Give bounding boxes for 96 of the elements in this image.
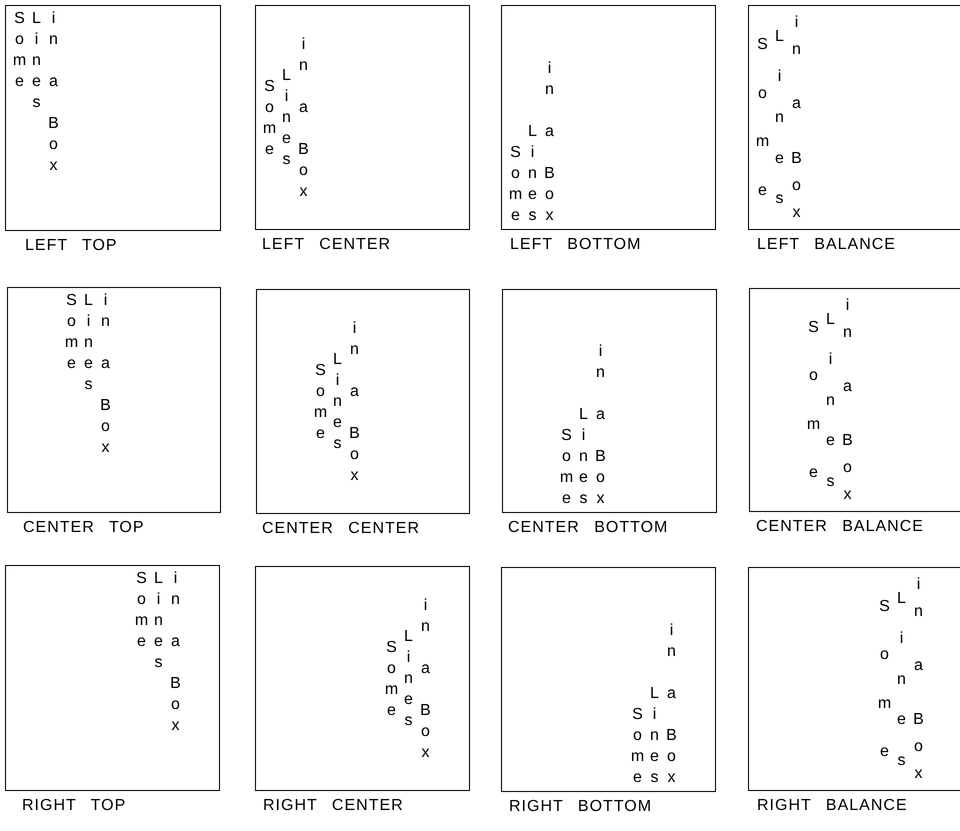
vertical-text-letter: o (808, 366, 819, 386)
vertical-text-letter: m (876, 694, 892, 714)
vertical-text: Lines (83, 291, 94, 395)
vertical-text: Lines (403, 627, 414, 731)
vertical-text-letter: i (828, 350, 834, 370)
vertical-text: Lines (153, 569, 164, 673)
text-box (7, 287, 221, 513)
vertical-text-letter: s (826, 472, 836, 492)
box-caption: LEFT CENTER (262, 236, 392, 254)
vertical-text: Some (262, 76, 278, 160)
vertical-text: in a Box (99, 291, 112, 458)
vertical-text-letter: e (808, 463, 819, 484)
vertical-text-letter: i (776, 67, 782, 88)
box-caption: CENTER CENTER (262, 520, 420, 538)
text-box (5, 565, 220, 791)
vertical-text: in a Box (419, 596, 432, 762)
vertical-text-letter: S (807, 318, 820, 338)
vertical-text-letter: a (791, 94, 802, 114)
vertical-text-letter: a (913, 656, 924, 676)
vertical-text: Lines (649, 684, 660, 788)
vertical-text-letter: n (842, 323, 853, 343)
box-caption: RIGHT BALANCE (757, 797, 908, 815)
vertical-text-letter: s (896, 750, 906, 770)
box-caption: LEFT BALANCE (757, 236, 896, 254)
box-caption: LEFT TOP (25, 237, 118, 255)
vertical-text-letter: B (841, 431, 854, 451)
vertical-text-letter: e (825, 431, 836, 451)
vertical-text-letter: m (806, 414, 822, 435)
vertical-text-letter: i (898, 629, 904, 649)
text-box (256, 289, 470, 514)
vertical-text-letter: n (774, 108, 785, 128)
box-caption: RIGHT BOTTOM (509, 798, 652, 816)
vertical-text: Some (630, 705, 646, 788)
vertical-text: Lines (578, 405, 589, 509)
vertical-text: Some (12, 9, 28, 92)
text-box (5, 5, 221, 231)
vertical-text-letter: n (896, 670, 907, 690)
text-box (748, 567, 960, 791)
vertical-text: Some (134, 569, 150, 652)
vertical-text-letter: o (913, 737, 924, 757)
vertical-text-letter: a (842, 377, 853, 397)
text-box (501, 5, 716, 230)
vertical-text-letter: i (844, 296, 850, 316)
vertical-text: Lines (31, 9, 42, 113)
vertical-text-letter: e (879, 742, 890, 762)
box-caption: RIGHT CENTER (263, 797, 404, 815)
vertical-text: Lines (281, 66, 292, 170)
vertical-text: Lines (527, 122, 538, 226)
vertical-text-letter: o (879, 645, 890, 666)
vertical-text: Some (508, 143, 524, 226)
vertical-text-letter: x (914, 764, 924, 784)
vertical-text: in a Box (47, 9, 60, 176)
vertical-text-letter: s (774, 189, 784, 210)
vertical-text: in a Box (169, 569, 182, 736)
vertical-text: in a Box (297, 34, 310, 202)
box-caption: CENTER BALANCE (756, 518, 924, 536)
vertical-text-letter: L (896, 588, 907, 608)
vertical-text-letter: o (757, 84, 768, 104)
vertical-text-letter: S (756, 34, 769, 55)
vertical-text-letter: S (878, 596, 891, 617)
vertical-text: in a Box (594, 342, 607, 509)
vertical-text: Some (312, 360, 328, 444)
vertical-text-letter: L (774, 26, 785, 47)
vertical-text: Lines (332, 350, 343, 454)
text-box (749, 288, 960, 512)
vertical-text-letter: L (825, 310, 836, 330)
vertical-text-letter: n (791, 40, 802, 60)
vertical-text: in a Box (348, 318, 361, 486)
box-caption: RIGHT TOP (22, 797, 126, 815)
vertical-text: Some (64, 291, 80, 374)
vertical-text-letter: x (842, 485, 852, 505)
vertical-text-letter: i (794, 13, 800, 34)
vertical-text: in a Box (665, 621, 678, 788)
vertical-text-letter: e (774, 148, 785, 169)
box-caption: CENTER BOTTOM (508, 519, 668, 537)
vertical-text-letter: o (842, 458, 853, 478)
vertical-text: in a Box (543, 59, 556, 226)
vertical-text-letter: x (792, 202, 802, 223)
text-box (255, 566, 470, 791)
vertical-text-letter: e (896, 710, 907, 730)
text-box (502, 289, 717, 513)
text-box (501, 567, 716, 792)
vertical-text-letter: m (754, 132, 770, 152)
vertical-text-letter: e (757, 181, 768, 202)
text-box (748, 5, 960, 230)
text-box (255, 5, 470, 230)
vertical-text-letter: B (912, 710, 925, 730)
vertical-text-letter: n (825, 390, 836, 410)
vertical-text-letter: B (790, 148, 803, 169)
vertical-text-letter: o (791, 176, 802, 196)
box-caption: LEFT BOTTOM (510, 236, 642, 254)
vertical-text-letter: i (916, 575, 922, 595)
vertical-text: Some (384, 638, 400, 720)
vertical-text-letter: n (913, 602, 924, 622)
vertical-text: Some (558, 426, 574, 509)
box-caption: CENTER TOP (23, 519, 145, 537)
